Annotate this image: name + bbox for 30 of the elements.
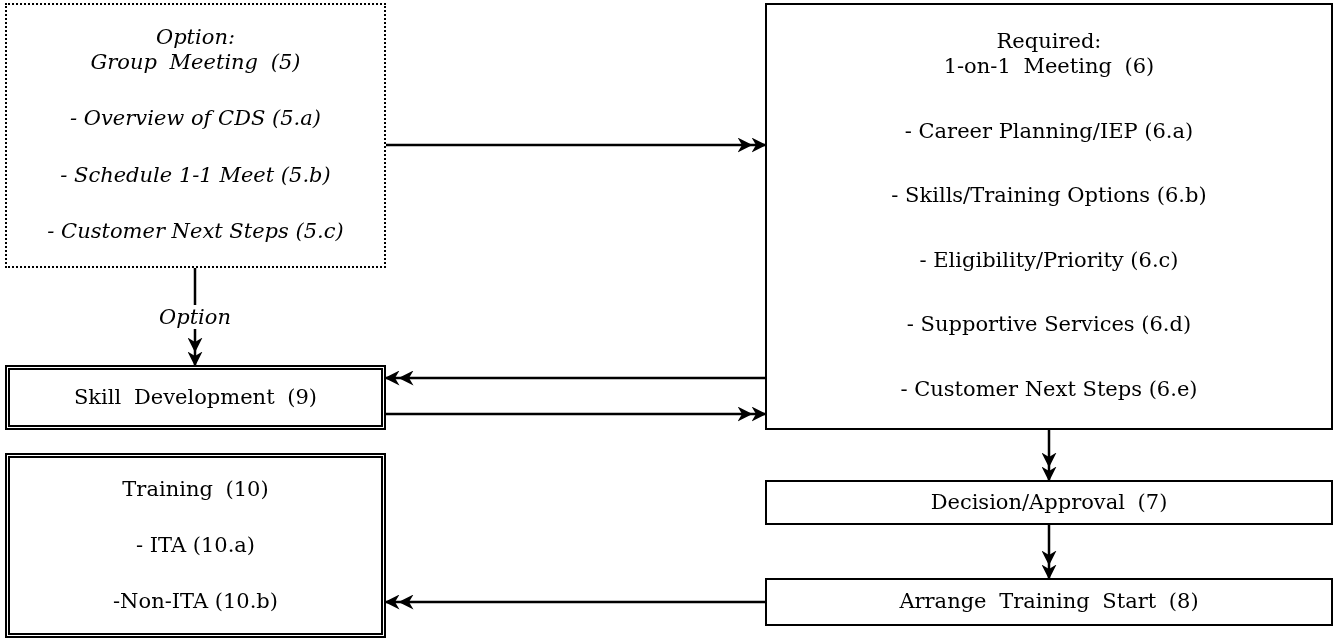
heading-text: 1-on-1 Meeting (6) xyxy=(943,53,1155,80)
list-item-text: - ITA (10.a) xyxy=(135,532,256,559)
arrow xyxy=(1042,525,1057,578)
list-item-text: - Schedule 1-1 Meet (5.b) xyxy=(60,162,331,188)
list-item-text: - Overview of CDS (5.a) xyxy=(70,106,321,132)
heading-text: Group Meeting (5) xyxy=(90,49,301,75)
heading-text: Arrange Training Start (8) xyxy=(899,589,1199,615)
arrow xyxy=(386,407,765,422)
heading-text: Decision/Approval (7) xyxy=(930,489,1168,516)
list-item-text: - Career Planning/IEP (6.a) xyxy=(904,118,1194,144)
process-box xyxy=(5,365,386,430)
process-box xyxy=(765,480,1333,525)
arrow xyxy=(386,595,765,610)
arrow xyxy=(1042,430,1057,480)
training-box xyxy=(5,453,386,638)
group-meeting-box xyxy=(5,3,386,268)
list-item-text: - Customer Next Steps (6.e) xyxy=(900,377,1198,403)
heading-text: Required: xyxy=(996,28,1102,54)
heading-text: Skill Development (9) xyxy=(74,384,317,411)
arrow xyxy=(386,138,765,153)
list-item-text: - Eligibility/Priority (6.c) xyxy=(919,247,1179,273)
arrow xyxy=(386,371,765,386)
list-item-text: - Supportive Services (6.d) xyxy=(906,312,1192,338)
list-item-text: - Skills/Training Options (6.b) xyxy=(891,183,1207,209)
meeting-box xyxy=(765,3,1333,430)
heading-text: Option: xyxy=(155,24,235,50)
heading-text: Training (10) xyxy=(122,477,269,503)
process-box xyxy=(765,578,1333,626)
list-item-text: -Non-ITA (10.b) xyxy=(113,588,278,614)
list-item-text: - Customer Next Steps (5.c) xyxy=(47,219,344,245)
